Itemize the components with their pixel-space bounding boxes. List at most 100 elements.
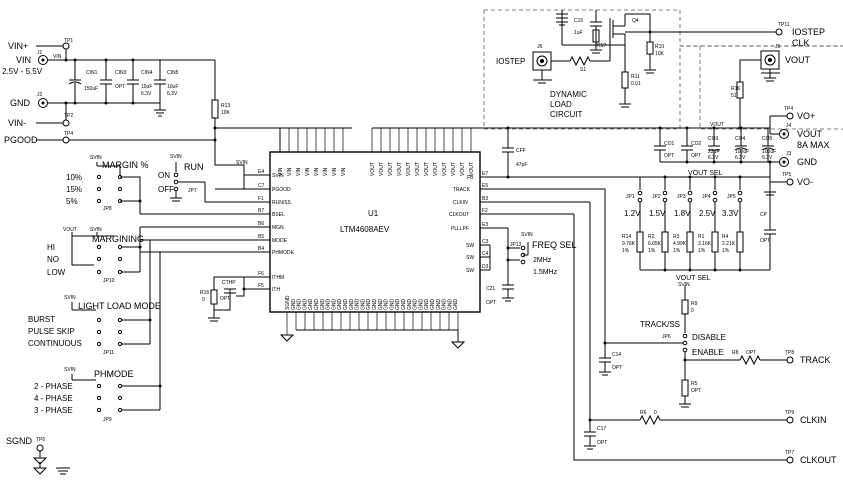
cin1-value: 150uF bbox=[84, 86, 98, 92]
run-on: ON bbox=[158, 171, 170, 180]
tp7-clkout[interactable] bbox=[786, 456, 794, 464]
pin-gnd-1: SGND bbox=[285, 295, 291, 310]
jp1-label: JP1 bbox=[626, 194, 635, 200]
tp8-track[interactable] bbox=[786, 356, 794, 364]
r13-label: R13 bbox=[221, 103, 230, 109]
pin-gnd-20: GND bbox=[395, 299, 401, 311]
pin-mode: MODE bbox=[272, 238, 288, 244]
pin-num-e4: E4 bbox=[258, 169, 264, 175]
r10-label: R10 bbox=[655, 44, 664, 50]
pin-vout-8: VOUT bbox=[433, 162, 439, 176]
phmode-svin: SVIN bbox=[64, 367, 76, 373]
margining-low: LOW bbox=[47, 268, 66, 277]
cin1-label: CIN1 bbox=[86, 70, 98, 76]
r1-label: R1 bbox=[698, 234, 705, 240]
j4-label: J4 bbox=[786, 123, 792, 129]
co5-voltage: 6.3V bbox=[762, 155, 773, 161]
margining-title: MARGINING bbox=[92, 234, 144, 244]
tp2-label: TP2 bbox=[64, 113, 73, 119]
r9-value: 0 bbox=[691, 308, 694, 314]
cin3-label: CIN3 bbox=[115, 70, 127, 76]
r1-value: 3.16K bbox=[698, 241, 712, 247]
pin-gnd-14: GND bbox=[360, 299, 366, 311]
r10-value: 10K bbox=[655, 51, 665, 57]
jp11-label: JP11 bbox=[103, 350, 114, 356]
track-disable: DISABLE bbox=[692, 333, 726, 342]
co4-value: 100uF bbox=[735, 149, 749, 155]
ic-part-number: LTM4608AEV bbox=[340, 225, 390, 234]
iostep-clk-label: CLK bbox=[792, 38, 810, 48]
co3-label: CO3 bbox=[708, 136, 719, 142]
vo-plus-label: VO+ bbox=[797, 111, 815, 121]
pin-gnd-13: GND bbox=[355, 299, 361, 311]
pin-gnd-18: GND bbox=[384, 299, 390, 311]
tp5-label: TP5 bbox=[782, 172, 791, 178]
tp4-vo-plus[interactable] bbox=[786, 112, 794, 120]
r14-value: 9.76K bbox=[622, 241, 636, 247]
pin-vout-1: VOUT bbox=[370, 162, 376, 176]
j5-vout-connector[interactable] bbox=[760, 50, 780, 70]
cin5-label: CIN5 bbox=[167, 70, 179, 76]
light-load-svin: SVIN bbox=[64, 295, 76, 301]
pin-gnd-22: GND bbox=[407, 299, 413, 311]
r2-value: 6.65K bbox=[648, 241, 662, 247]
tp2-vin-minus[interactable] bbox=[62, 119, 70, 127]
c17-value: OPT bbox=[597, 440, 607, 446]
pin-gnd-27: GND bbox=[436, 299, 442, 311]
j2-label: J2 bbox=[37, 92, 43, 98]
load-label: LOAD bbox=[550, 100, 572, 109]
r8-value: OPT bbox=[746, 350, 756, 356]
c14-value: OPT bbox=[612, 365, 622, 371]
r16-vout-value: 51 bbox=[731, 93, 737, 99]
c21-label: C21 bbox=[486, 286, 495, 292]
j6-iostep-connector[interactable] bbox=[532, 51, 552, 71]
pin-gnd-29: GND bbox=[447, 299, 453, 311]
cin4-voltage: 6.3V bbox=[141, 91, 152, 97]
cff-label: CFF bbox=[516, 148, 526, 154]
tp4-pgood[interactable] bbox=[62, 136, 70, 144]
r11-value: 0.01 bbox=[631, 81, 641, 87]
pin-gnd-12: GND bbox=[349, 299, 355, 311]
pin-num-c7: C7 bbox=[258, 183, 265, 189]
pin-track: TRACK bbox=[453, 187, 471, 193]
cff-value: 47pF bbox=[516, 162, 527, 168]
gnd-label: GND bbox=[10, 98, 31, 108]
tp8-label: TP8 bbox=[785, 350, 794, 356]
vout-max-label: 8A MAX bbox=[797, 140, 830, 150]
vsel-1v2: 1.2V bbox=[624, 209, 641, 218]
cp-value: OPT bbox=[760, 238, 770, 244]
r4-label: R4 bbox=[722, 234, 729, 240]
margin-10: 10% bbox=[66, 173, 82, 182]
r14-tol: 1% bbox=[622, 248, 630, 254]
r4-tol: 1% bbox=[722, 248, 730, 254]
r6-label: R6 bbox=[640, 410, 647, 416]
pgood-label: PGOOD bbox=[4, 135, 38, 145]
co4-voltage: 6.3V bbox=[735, 155, 746, 161]
jp7-label: JP7 bbox=[188, 188, 197, 194]
pin-vin-4: VIN bbox=[305, 167, 311, 176]
j4-vout-connector[interactable] bbox=[779, 129, 789, 139]
dynamic-load-box bbox=[484, 9, 843, 47]
j1-vin-connector[interactable] bbox=[38, 55, 48, 65]
tp5-vo-minus[interactable] bbox=[786, 178, 794, 186]
j1-label: J1 bbox=[37, 50, 43, 56]
pin-num-f5: F5 bbox=[258, 283, 264, 289]
pin-gnd-8: GND bbox=[326, 299, 332, 311]
tp9-clkin[interactable] bbox=[786, 416, 794, 424]
vout-sel-title-2: VOUT SEL bbox=[676, 275, 711, 282]
sgnd-label: SGND bbox=[6, 436, 33, 446]
pin-pgood: PGOOD bbox=[272, 187, 291, 193]
j2-gnd-connector[interactable] bbox=[38, 98, 48, 108]
tp6-sgnd[interactable] bbox=[36, 444, 44, 452]
pin-gnd-7: GND bbox=[320, 299, 326, 311]
jp4-label: JP4 bbox=[702, 194, 711, 200]
j3-gnd-connector[interactable] bbox=[779, 157, 789, 167]
vout-sel-title: VOUT SEL bbox=[688, 170, 723, 177]
pin-num-b3: B3 bbox=[482, 196, 488, 202]
co3-value: 22uF bbox=[708, 149, 719, 155]
pin-gnd-3: GND bbox=[297, 299, 303, 311]
r4-value: 2.21K bbox=[722, 241, 736, 247]
tp11-iostep-clk[interactable] bbox=[775, 28, 783, 36]
pin-num-b4: B4 bbox=[258, 246, 264, 252]
